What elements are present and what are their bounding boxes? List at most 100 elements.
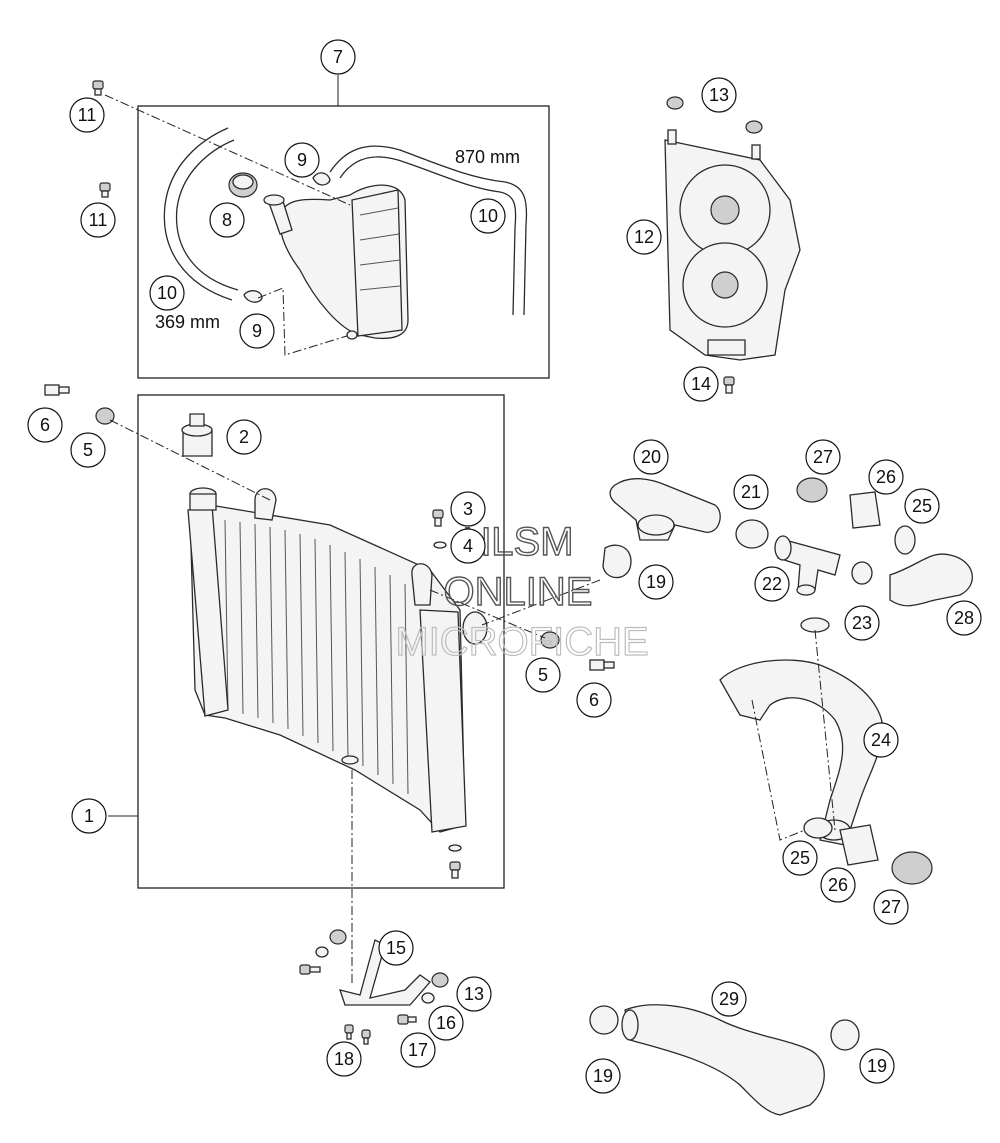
callout-5b: 5 [525,657,561,693]
svg-text:6: 6 [40,415,50,435]
callout-28: 28 [946,600,982,636]
svg-text:11: 11 [78,105,97,125]
hose-28 [889,553,973,607]
thermostat-27b [891,851,933,885]
grommet-5b [540,631,560,649]
callout-2: 2 [226,419,262,455]
callout-18: 18 [326,1041,362,1077]
hose-clamp-upper [312,172,331,186]
svg-text:20: 20 [641,447,661,467]
watermark-line3: MICROFICHE [395,620,648,664]
svg-text:13: 13 [464,984,484,1004]
callout-29: 29 [711,981,747,1017]
expansion-tank-frame [137,105,550,379]
bracket-15 [339,939,431,1006]
svg-text:22: 22 [762,574,782,594]
callout-24: 24 [863,722,899,758]
thermostat-27a [796,477,828,503]
callout-12: 12 [626,219,662,255]
svg-text:11: 11 [89,210,108,230]
spacer-6a [44,384,70,396]
callout-10a: 10 [470,198,506,234]
svg-text:19: 19 [867,1056,887,1076]
hose-clamp-23a [851,561,873,585]
callout-11a: 11 [69,97,105,133]
svg-text:6: 6 [589,690,599,710]
callout-21: 21 [733,474,769,510]
svg-text:26: 26 [876,467,896,487]
callout-26a: 26 [868,459,904,495]
callout-6b: 6 [576,682,612,718]
callout-7: 7 [320,39,356,75]
hose-clamp-19-upper [602,544,632,579]
hose-24 [719,659,884,846]
callout-9a: 9 [284,142,320,178]
svg-text:25: 25 [790,848,810,868]
callout-17: 17 [400,1032,436,1068]
svg-text:21: 21 [741,482,761,502]
radiator-group [108,394,505,889]
screw-17 [397,1014,409,1025]
callout-8: 8 [209,202,245,238]
callout-11b: 11 [80,202,116,238]
t-connector-22 [774,535,841,596]
svg-text:10: 10 [157,283,177,303]
svg-text:2: 2 [239,427,249,447]
svg-text:12: 12 [634,227,654,247]
svg-text:17: 17 [408,1040,428,1060]
hose-369mm [163,127,233,301]
radiator-right-tank [419,609,467,833]
tank-cap [228,172,258,198]
screw-bracket [299,964,311,975]
callout-1: 1 [71,798,107,834]
expansion-tank-group: 870 mm 369 mm [137,75,550,379]
callout-13a: 13 [701,77,737,113]
screw-11a [92,80,104,96]
callout-25a: 25 [904,488,940,524]
hose-length-short: 369 mm [155,312,220,332]
screw-18 [344,1024,354,1034]
callout-27a: 27 [805,439,841,475]
callout-27b: 27 [873,889,909,925]
svg-text:23: 23 [852,613,872,633]
callout-23: 23 [844,605,880,641]
svg-text:9: 9 [252,321,262,341]
grommet-13a [666,96,684,110]
callout-9b: 9 [239,313,275,349]
grommet-13d [431,972,449,988]
callout-22: 22 [754,566,790,602]
grommet-13b [745,120,763,134]
svg-text:28: 28 [954,608,974,628]
svg-text:19: 19 [593,1066,613,1086]
svg-text:25: 25 [912,496,932,516]
svg-text:4: 4 [463,536,473,556]
radiator-cap [181,413,213,457]
callout-16: 16 [428,1005,464,1041]
radiator-fins [224,519,409,795]
svg-text:29: 29 [719,989,739,1009]
hose-clamp-19-left [589,1005,619,1035]
svg-text:7: 7 [333,47,343,67]
screw-3 [432,509,444,519]
callout-10b: 10 [149,275,185,311]
callout-14: 14 [683,366,719,402]
svg-text:14: 14 [691,374,711,394]
svg-text:10: 10 [478,206,498,226]
callout-19a: 19 [638,564,674,600]
svg-text:16: 16 [436,1013,456,1033]
svg-text:9: 9 [297,150,307,170]
callout-4: 4 [450,528,486,564]
screw-11b [99,182,111,198]
hose-29 [624,1004,825,1116]
hose-870mm [329,145,528,316]
watermark: HLSM ONLINE MICROFICHE [395,519,650,664]
hose-clamp-25b [803,817,833,839]
svg-text:19: 19 [646,572,666,592]
fan-assembly [664,96,801,394]
svg-text:8: 8 [222,210,232,230]
svg-text:26: 26 [828,875,848,895]
svg-text:5: 5 [83,440,93,460]
hose-clamp-19-right [830,1019,860,1051]
svg-text:27: 27 [813,447,833,467]
